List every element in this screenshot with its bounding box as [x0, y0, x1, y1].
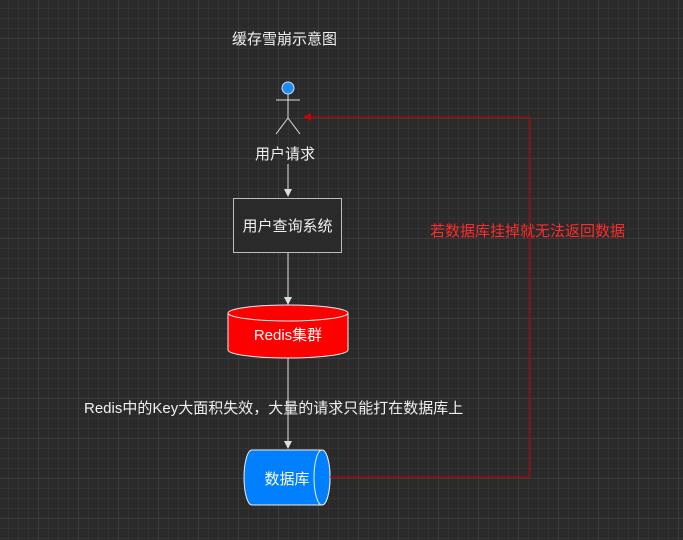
- cache-expiry-note: Redis中的Key大面积失效，大量的请求只能打在数据库上: [84, 400, 464, 417]
- failure-return-arrow: [303, 113, 531, 478]
- database-failure-note: 若数据库挂掉就无法返回数据: [430, 223, 626, 240]
- actor-head: [281, 81, 295, 95]
- database-cylinder: [243, 449, 331, 506]
- database-label: 数据库: [264, 471, 310, 488]
- diagram-title: 缓存雪崩示意图: [232, 31, 338, 48]
- redis-cluster-label: Redis集群: [253, 327, 323, 344]
- actor-label: 用户请求: [255, 146, 316, 163]
- user-actor-icon: [275, 81, 301, 135]
- user-query-system-box: 用户查询系统: [233, 198, 342, 253]
- redis-cluster-cylinder: [227, 304, 349, 359]
